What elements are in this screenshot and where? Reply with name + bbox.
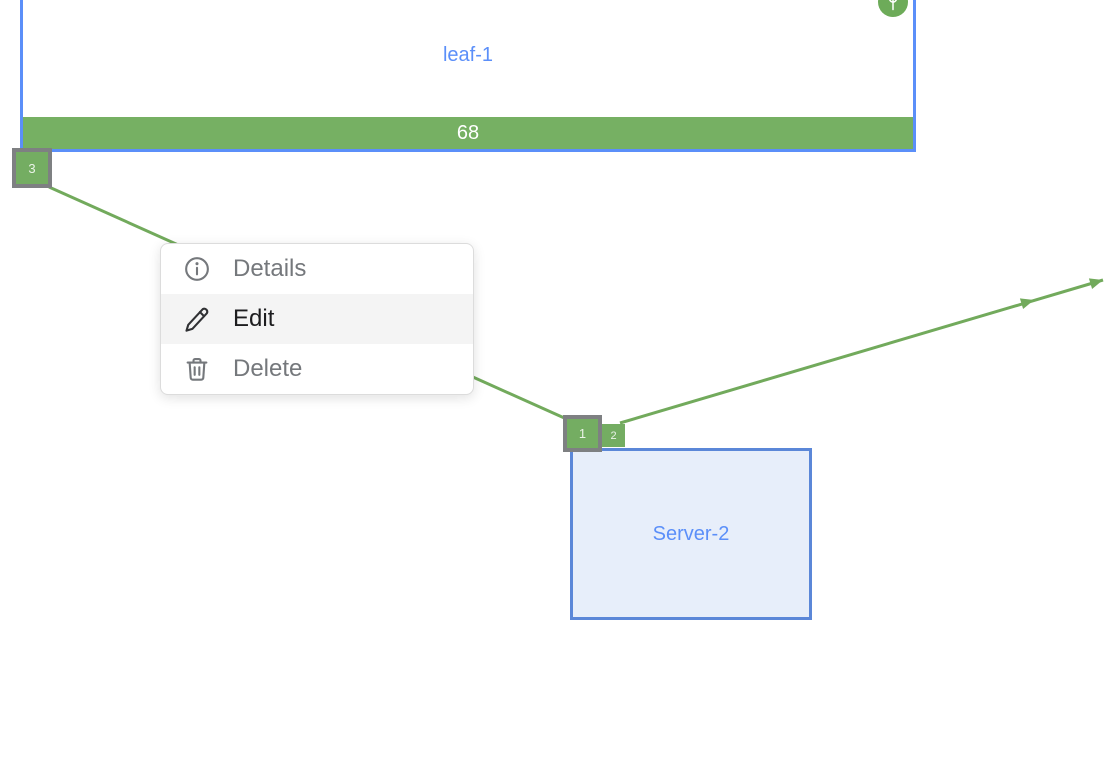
menu-item-edit[interactable]: Edit: [161, 294, 473, 344]
link-server2-offscreen[interactable]: [619, 278, 1104, 425]
node-server-2[interactable]: Server-2: [570, 448, 812, 620]
port-badge-3[interactable]: 3: [16, 152, 48, 184]
menu-item-label: Edit: [233, 305, 275, 332]
node-leaf-1-label: leaf-1: [442, 44, 494, 66]
node-server-2-label: Server-2: [652, 522, 730, 545]
context-menu: Details Edit Delete: [160, 243, 474, 395]
utilization-bar: 68: [23, 117, 913, 149]
link-arrow-end: [1088, 278, 1103, 289]
link-arrow-mid: [1019, 298, 1034, 309]
port-badge-2[interactable]: 2: [602, 424, 625, 447]
menu-item-details[interactable]: Details: [161, 244, 473, 294]
menu-item-label: Delete: [233, 355, 303, 382]
menu-item-delete[interactable]: Delete: [161, 344, 473, 394]
menu-item-label: Details: [233, 255, 307, 282]
trash-icon: [183, 355, 211, 383]
device-tree-icon: [878, 0, 908, 17]
pencil-icon: [183, 305, 211, 333]
node-leaf-1[interactable]: leaf-1 68: [20, 0, 916, 152]
info-icon: [183, 255, 211, 283]
port-badge-1[interactable]: 1: [567, 419, 598, 448]
